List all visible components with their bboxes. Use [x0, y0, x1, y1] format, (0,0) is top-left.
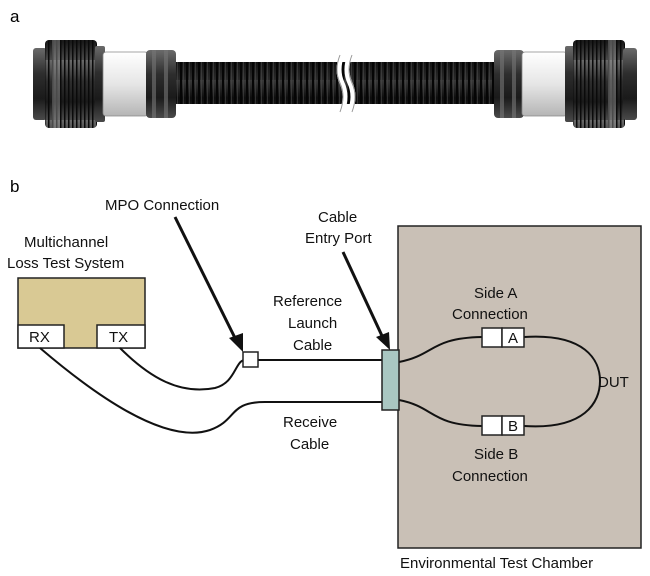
rx-port-label: RX [29, 329, 50, 346]
fiber-cable-assembly-image [33, 40, 637, 128]
mpo-arrow [173, 216, 243, 352]
tx-to-mpo-cable [119, 347, 245, 391]
loss-test-system-label-line2: Loss Test System [7, 255, 124, 272]
side-a-connector: A [481, 327, 525, 348]
cable-break-mark [336, 54, 356, 113]
mpo-connector [242, 351, 259, 368]
receive-cable-label-line2: Cable [290, 436, 329, 453]
receive-cable [39, 347, 382, 434]
cable-entry-port [381, 349, 400, 411]
loss-test-system-label-line1: Multichannel [24, 234, 108, 251]
cable-entry-port-label-line2: Entry Port [305, 230, 373, 247]
mpo-connection-label: MPO Connection [105, 197, 219, 214]
cable-entry-port-label-line1: Cable [318, 209, 357, 226]
chamber-label: Environmental Test Chamber [400, 555, 593, 572]
side-a-port-label: A [508, 330, 518, 347]
reference-launch-label-line3: Cable [293, 337, 332, 354]
panel-label-a: a [10, 7, 20, 26]
reference-launch-label-line1: Reference [273, 293, 342, 310]
panel-label-b: b [10, 177, 19, 196]
right-connector-sleeve [521, 51, 568, 117]
left-connector-sleeve [102, 51, 149, 117]
right-connector [494, 40, 637, 128]
side-b-connector: B [481, 415, 525, 436]
side-b-label-line2: Connection [452, 468, 528, 485]
dut-loop [523, 335, 602, 428]
dut-cable-side-a [398, 336, 483, 363]
side-a-label-line1: Side A [474, 285, 517, 302]
reference-launch-label-line2: Launch [288, 315, 337, 332]
entry-port-arrow [341, 251, 390, 350]
side-a-label-line2: Connection [452, 306, 528, 323]
receive-cable-label-line1: Receive [283, 414, 337, 431]
dut-label: DUT [598, 374, 629, 391]
loss-test-system: Multichannel Loss Test System RX TX [7, 234, 146, 349]
left-connector [33, 40, 176, 128]
side-b-port-label: B [508, 418, 518, 435]
dut-cable-side-b [398, 399, 483, 427]
side-b-label-line1: Side B [474, 446, 518, 463]
tx-port-label: TX [109, 329, 128, 346]
cable-jacket [170, 62, 500, 104]
